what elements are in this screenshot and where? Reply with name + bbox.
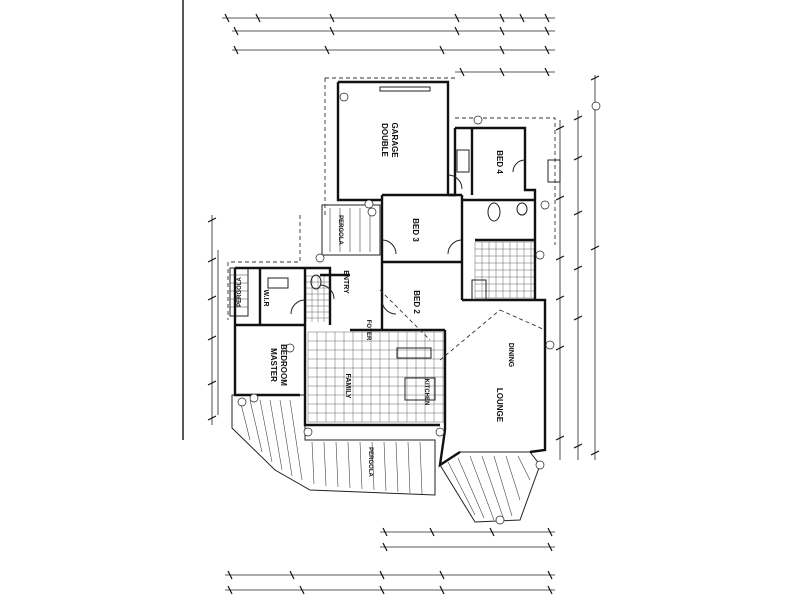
bed2-label: BED 2: [412, 290, 421, 314]
pergola-upper-label: PERGOLA: [337, 215, 343, 245]
bed4-label: BED 4: [495, 150, 504, 174]
reference-bubbles: [237, 92, 601, 525]
master-label-line1: MASTER: [269, 348, 278, 382]
left-dimension-lines: [207, 215, 219, 425]
entry-label: ENTRY: [342, 270, 349, 294]
pergola-lower-label: PERGOLA: [367, 447, 373, 477]
bed3-label: BED 3: [411, 218, 420, 242]
pergola-left-label: PERGOLA: [237, 277, 243, 307]
foyer-label: FOYER: [365, 320, 371, 341]
pergola-lower-hatching: [231, 394, 436, 496]
tiled-floor-family-kitchen: [307, 331, 444, 423]
room-labels: DOUBLE GARAGE BED 4 BED 3 BED 2 ENTRY FO…: [237, 122, 514, 477]
kitchen-label: KITCHEN: [423, 379, 429, 406]
pergola-bay-hatching: [439, 451, 541, 523]
pergola-upper-hatching: [321, 204, 381, 256]
dining-label: DINING: [507, 343, 514, 368]
garage-label-line1: DOUBLE: [380, 123, 389, 157]
tiled-floor-ensuite: [305, 275, 331, 322]
tiled-floor-bathroom: [474, 241, 534, 299]
family-label: FAMILY: [344, 373, 351, 398]
door-swings: [290, 159, 526, 315]
lounge-label: LOUNGE: [495, 388, 504, 423]
right-dimension-lines: [555, 75, 600, 460]
eave-dashed-lines: [227, 77, 556, 361]
master-label-line2: BEDROOM: [279, 344, 288, 386]
external-walls: [233, 80, 547, 468]
fixtures: [267, 86, 561, 401]
top-dimension-lines: [222, 13, 555, 77]
bottom-dimension-lines: [225, 527, 555, 595]
garage-label-line2: GARAGE: [390, 122, 399, 158]
wir-label: W.I.R: [262, 289, 269, 306]
pergola-left-hatching: [229, 267, 249, 317]
internal-walls: [258, 128, 535, 430]
